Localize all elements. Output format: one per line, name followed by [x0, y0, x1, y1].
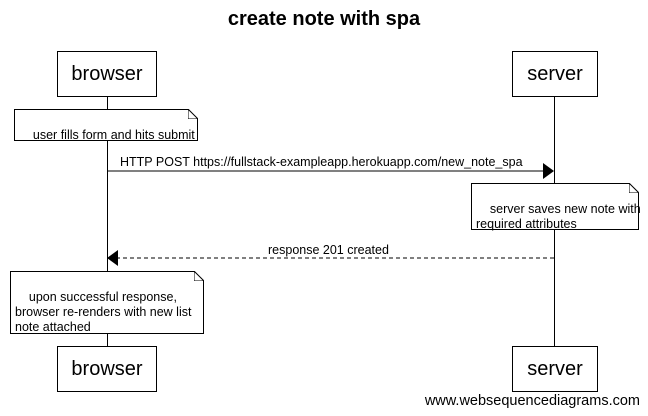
post-message-label: HTTP POST https://fullstack-exampleapp.h… — [120, 155, 523, 169]
response-arrowhead — [107, 250, 118, 266]
note-server-saves: server saves new note with required attr… — [471, 183, 641, 231]
browser-lifeline — [107, 96, 108, 346]
note-browser-rerenders: upon successful response, browser re-ren… — [10, 271, 204, 334]
participant-server-bottom: server — [512, 346, 598, 392]
note-browser-rerenders-text: upon successful response, browser re-ren… — [15, 290, 192, 334]
watermark-text: www.websequencediagrams.com — [424, 393, 640, 409]
note-user-submit: user fills form and hits submit — [14, 109, 198, 142]
note-user-submit-text: user fills form and hits submit — [32, 128, 195, 142]
note-fold-icon — [194, 271, 204, 281]
participant-browser-top: browser — [57, 51, 157, 97]
note-fold-icon — [188, 109, 198, 119]
note-fold-icon — [629, 183, 639, 193]
post-arrowhead — [543, 163, 554, 179]
diagram-title: create note with spa — [227, 8, 421, 30]
note-server-saves-text: server saves new note with required attr… — [476, 202, 641, 231]
response-message-label: response 201 created — [268, 243, 389, 257]
participant-server-top: server — [512, 51, 598, 97]
participant-browser-bottom: browser — [57, 346, 157, 392]
